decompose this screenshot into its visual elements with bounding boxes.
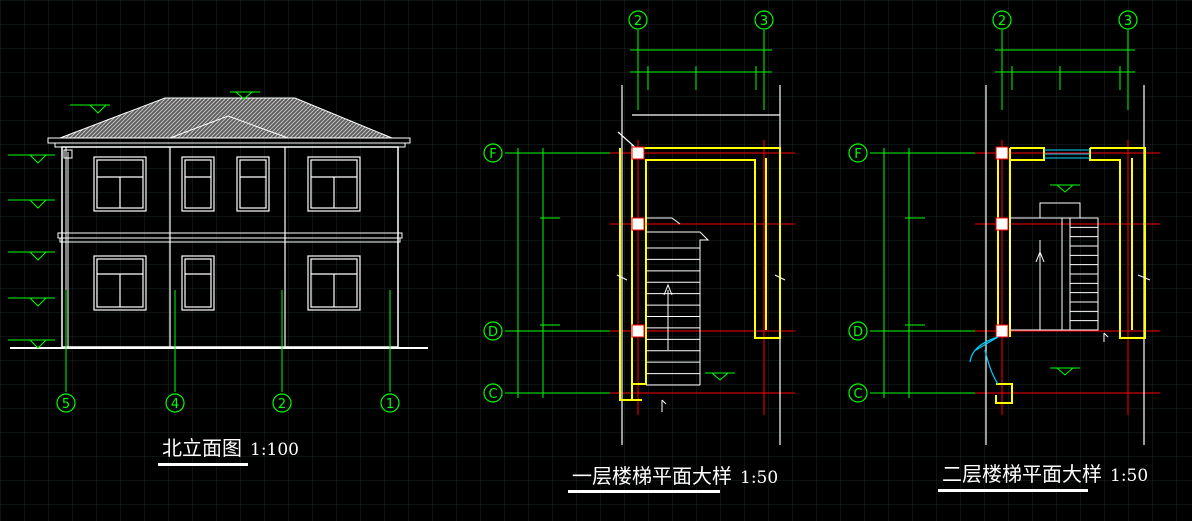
drawing-scale: 1:100 (250, 440, 299, 460)
axis-label: 2 (278, 397, 286, 412)
title-underline (568, 490, 720, 493)
axis-bubble: 4 (165, 393, 185, 413)
title-north-elevation: 北立面图 1:100 (162, 432, 299, 461)
axis-label: 5 (62, 397, 70, 412)
axis-label: 3 (760, 14, 768, 29)
window-2f (1044, 149, 1090, 159)
axis-label: F (489, 147, 496, 162)
axis-bubble: 5 (56, 393, 76, 413)
axis-label: C (853, 387, 862, 402)
axis-bubble: C (483, 383, 503, 403)
axis-bubble: 1 (380, 393, 400, 413)
north-elevation: 5 4 2 1 (8, 91, 428, 413)
axis-bubble: 3 (1118, 10, 1138, 30)
drawing-scale: 1:50 (1110, 466, 1149, 486)
axis-bubble: 2 (272, 393, 292, 413)
axis-label: D (488, 325, 498, 340)
drawing-scale: 1:50 (740, 468, 779, 488)
level-markers (8, 91, 260, 349)
axis-label: F (854, 147, 861, 162)
axis-label: 3 (1124, 14, 1132, 29)
stair-plan-1f: 2 3F D C (483, 10, 795, 445)
title-stair-plan-1f: 一层楼梯平面大样 1:50 (572, 460, 778, 489)
title-underline (158, 463, 248, 466)
axis-label: 4 (171, 397, 179, 412)
stair-plan-2f: 2 3F D C (848, 10, 1160, 445)
axis-label: 1 (386, 397, 394, 412)
axis-bubble: 2 (992, 10, 1012, 30)
axis-label: 2 (634, 14, 642, 29)
drawing-title: 二层楼梯平面大样 (942, 462, 1102, 486)
axis-bubble: F (483, 143, 503, 163)
title-stair-plan-2f: 二层楼梯平面大样 1:50 (942, 458, 1148, 487)
axis-label: D (853, 325, 863, 340)
axis-label: 2 (998, 14, 1006, 29)
door-swing (969, 336, 999, 385)
title-underline (938, 489, 1088, 492)
drawing-title: 一层楼梯平面大样 (572, 464, 732, 488)
axis-bubble: C (848, 383, 868, 403)
axis-bubble: 3 (754, 10, 774, 30)
axis-bubble: D (848, 321, 868, 341)
axis-bubble: 2 (628, 10, 648, 30)
axis-label: C (488, 387, 497, 402)
drawing-title: 北立面图 (162, 436, 242, 460)
axis-bubble: D (483, 321, 503, 341)
axis-bubble: F (848, 143, 868, 163)
